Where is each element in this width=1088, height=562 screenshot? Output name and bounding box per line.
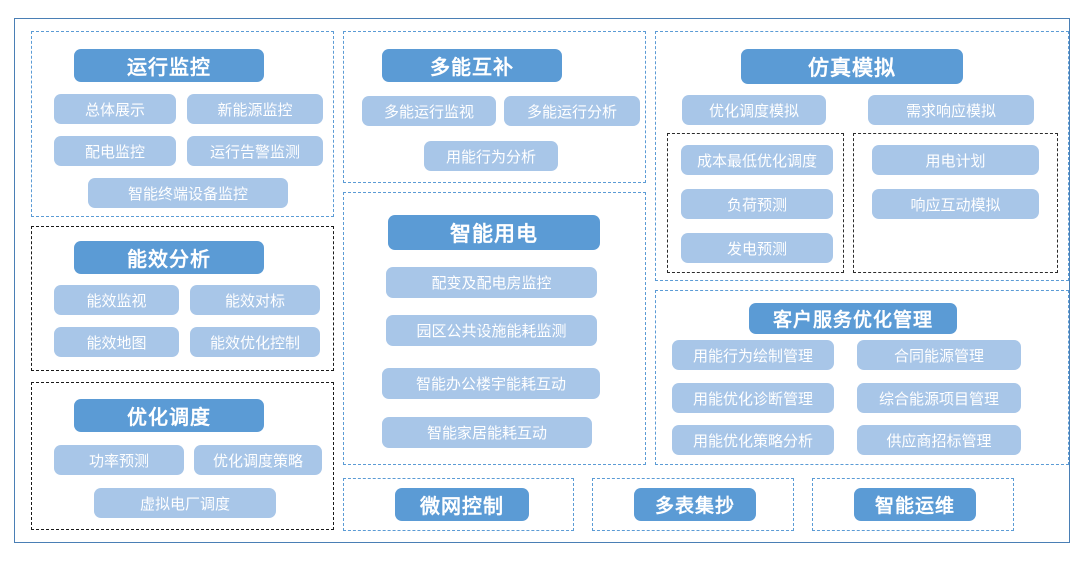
panel-multi-meter-reading[interactable]: 多表集抄	[592, 478, 794, 531]
panel-header-operation-monitoring[interactable]: 运行监控	[74, 49, 264, 82]
item-electricity-plan[interactable]: 用电计划	[872, 145, 1039, 175]
item-transformer-substation-monitoring[interactable]: 配变及配电房监控	[386, 267, 597, 298]
panel-header-smart-electricity-use[interactable]: 智能用电	[388, 215, 600, 250]
panel-simulation[interactable]: 仿真模拟 优化调度模拟 需求响应模拟 成本最低优化调度 负荷预测 发电预测 用电…	[655, 31, 1069, 281]
item-overall-display[interactable]: 总体展示	[54, 94, 176, 124]
item-generation-forecast[interactable]: 发电预测	[681, 233, 833, 263]
item-operation-alarm-monitoring[interactable]: 运行告警监测	[187, 136, 323, 166]
item-energy-behavior-mapping-management[interactable]: 用能行为绘制管理	[672, 340, 834, 370]
item-multi-energy-operation-analysis[interactable]: 多能运行分析	[504, 96, 640, 126]
panel-header-multi-energy-complementary[interactable]: 多能互补	[382, 49, 562, 82]
item-energy-optimization-strategy-analysis[interactable]: 用能优化策略分析	[672, 425, 834, 455]
item-multi-energy-operation-monitoring[interactable]: 多能运行监视	[362, 96, 496, 126]
panel-header-multi-meter-reading[interactable]: 多表集抄	[634, 488, 756, 521]
item-demand-response-simulation[interactable]: 需求响应模拟	[868, 95, 1034, 125]
panel-operation-monitoring[interactable]: 运行监控 总体展示 新能源监控 配电监控 运行告警监测 智能终端设备监控	[31, 31, 334, 217]
item-smart-home-energy-interaction[interactable]: 智能家居能耗互动	[382, 417, 592, 448]
item-energy-use-behavior-analysis[interactable]: 用能行为分析	[424, 141, 558, 171]
panel-header-smart-operation-maintenance[interactable]: 智能运维	[854, 488, 976, 521]
panel-optimal-dispatch[interactable]: 优化调度 功率预测 优化调度策略 虚拟电厂调度	[31, 382, 334, 530]
subbox-dispatch-simulation[interactable]: 成本最低优化调度 负荷预测 发电预测	[667, 133, 844, 273]
item-contract-energy-management[interactable]: 合同能源管理	[857, 340, 1021, 370]
item-load-forecast[interactable]: 负荷预测	[681, 189, 833, 219]
item-park-public-facility-energy-monitoring[interactable]: 园区公共设施能耗监测	[386, 315, 597, 346]
panel-header-energy-efficiency-analysis[interactable]: 能效分析	[74, 241, 264, 274]
item-energy-optimization-diagnosis-management[interactable]: 用能优化诊断管理	[672, 383, 834, 413]
item-virtual-power-plant-dispatch[interactable]: 虚拟电厂调度	[94, 488, 276, 518]
item-lowest-cost-optimal-dispatch[interactable]: 成本最低优化调度	[681, 145, 833, 175]
panel-header-simulation[interactable]: 仿真模拟	[741, 49, 963, 84]
item-efficiency-map[interactable]: 能效地图	[54, 327, 179, 357]
panel-header-microgrid-control[interactable]: 微网控制	[395, 488, 529, 521]
panel-multi-energy-complementary[interactable]: 多能互补 多能运行监视 多能运行分析 用能行为分析	[343, 31, 646, 183]
panel-header-customer-service-optimization[interactable]: 客户服务优化管理	[749, 303, 957, 334]
panel-smart-electricity-use[interactable]: 智能用电 配变及配电房监控 园区公共设施能耗监测 智能办公楼宇能耗互动 智能家居…	[343, 192, 646, 465]
panel-microgrid-control[interactable]: 微网控制	[343, 478, 574, 531]
item-new-energy-monitoring[interactable]: 新能源监控	[187, 94, 323, 124]
panel-smart-operation-maintenance[interactable]: 智能运维	[812, 478, 1014, 531]
item-distribution-monitoring[interactable]: 配电监控	[54, 136, 176, 166]
item-efficiency-monitoring[interactable]: 能效监视	[54, 285, 179, 315]
item-supplier-bidding-management[interactable]: 供应商招标管理	[857, 425, 1021, 455]
panel-customer-service-optimization[interactable]: 客户服务优化管理 用能行为绘制管理 合同能源管理 用能优化诊断管理 综合能源项目…	[655, 290, 1069, 465]
panel-energy-efficiency-analysis[interactable]: 能效分析 能效监视 能效对标 能效地图 能效优化控制	[31, 226, 334, 371]
panel-header-optimal-dispatch[interactable]: 优化调度	[74, 399, 264, 432]
item-integrated-energy-project-management[interactable]: 综合能源项目管理	[857, 383, 1021, 413]
item-power-forecast[interactable]: 功率预测	[54, 445, 184, 475]
item-optimal-dispatch-strategy[interactable]: 优化调度策略	[194, 445, 322, 475]
subbox-demand-response[interactable]: 用电计划 响应互动模拟	[853, 133, 1058, 273]
item-smart-terminal-device-monitoring[interactable]: 智能终端设备监控	[88, 178, 288, 208]
item-smart-office-building-energy-interaction[interactable]: 智能办公楼宇能耗互动	[382, 368, 600, 399]
item-response-interaction-simulation[interactable]: 响应互动模拟	[872, 189, 1039, 219]
item-efficiency-benchmarking[interactable]: 能效对标	[190, 285, 320, 315]
item-optimal-dispatch-simulation[interactable]: 优化调度模拟	[682, 95, 826, 125]
item-efficiency-optimization-control[interactable]: 能效优化控制	[190, 327, 320, 357]
